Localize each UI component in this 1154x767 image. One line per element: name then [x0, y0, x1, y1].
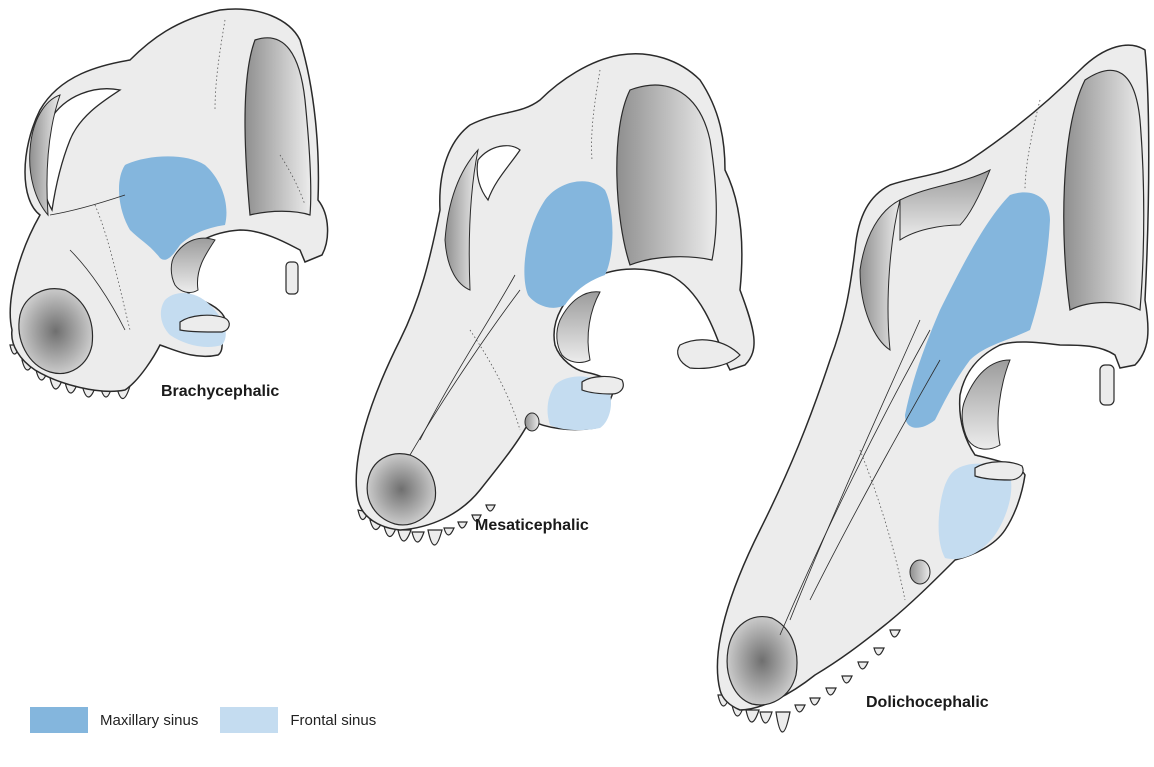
legend-swatch-maxillary	[30, 707, 88, 733]
dolicho-nasal-aperture	[727, 617, 797, 705]
mesati-foramen	[525, 413, 539, 431]
legend-label-maxillary: Maxillary sinus	[100, 712, 198, 729]
label-dolichocephalic: Dolichocephalic	[866, 694, 989, 712]
legend-label-frontal: Frontal sinus	[290, 712, 376, 729]
mesaticephalic-skull	[356, 54, 754, 545]
mesati-condyle	[582, 376, 623, 394]
dolicho-orbit-shade	[1064, 70, 1144, 310]
label-brachycephalic: Brachycephalic	[161, 383, 279, 401]
dolicho-ear-knob	[1100, 365, 1114, 405]
legend-swatch-frontal	[220, 707, 278, 733]
label-mesaticephalic: Mesaticephalic	[475, 517, 589, 535]
dolicho-foramen	[910, 560, 930, 584]
brachy-condyle	[180, 315, 229, 332]
dolicho-process-shade	[962, 360, 1010, 449]
legend: Maxillary sinus Frontal sinus	[30, 707, 398, 733]
brachy-ear-knob	[286, 262, 298, 294]
brachycephalic-skull	[10, 9, 328, 398]
dolicho-condyle	[975, 462, 1023, 480]
dolichocephalic-skull	[717, 45, 1148, 732]
